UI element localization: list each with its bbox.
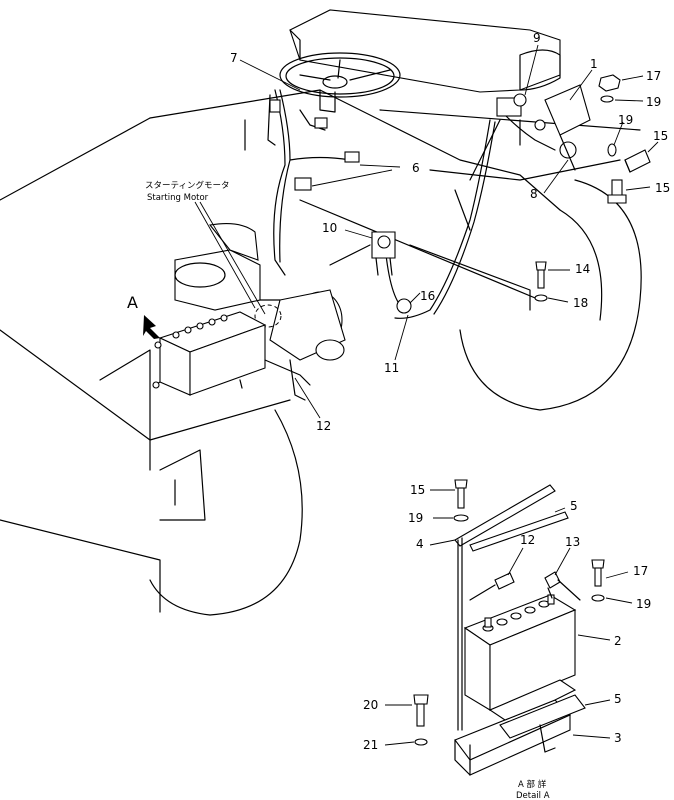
front-drum xyxy=(149,409,303,616)
battery-in-machine xyxy=(152,311,311,396)
callout-5-detail-a: 5 xyxy=(570,499,578,513)
view-a-label: A xyxy=(127,293,138,312)
callout-1: 1 xyxy=(590,57,598,71)
relay-unit xyxy=(371,231,412,314)
callout-19-top-a: 19 xyxy=(646,95,661,109)
callout-12-detail: 12 xyxy=(520,533,535,547)
callout-17-detail: 17 xyxy=(633,564,648,578)
callout-12-top: 12 xyxy=(316,419,331,433)
callout-19-detail-a: 19 xyxy=(408,511,423,525)
view-a-arrow xyxy=(143,315,160,339)
steering-wheel xyxy=(279,52,401,113)
callout-17-top: 17 xyxy=(646,69,661,83)
operator-seat xyxy=(289,9,561,93)
starting-motor-marker xyxy=(254,304,282,328)
hardware-top xyxy=(534,74,651,302)
engine xyxy=(174,223,346,401)
callout-16: 16 xyxy=(420,289,435,303)
callout-3: 3 xyxy=(614,731,622,745)
callout-18: 18 xyxy=(573,296,588,310)
callout-6: 6 xyxy=(412,161,420,175)
callout-4: 4 xyxy=(416,537,424,551)
callout-9: 9 xyxy=(533,31,541,45)
callout-10: 10 xyxy=(322,221,337,235)
callout-13: 13 xyxy=(565,535,580,549)
callout-15-top-b: 15 xyxy=(655,181,670,195)
callout-5-detail-b: 5 xyxy=(614,692,622,706)
callout-21: 21 xyxy=(363,738,378,752)
detail-a-assembly xyxy=(413,479,605,776)
callout-15-top-a: 15 xyxy=(653,129,668,143)
callout-19-top-b: 19 xyxy=(618,113,633,127)
callout-11: 11 xyxy=(384,361,399,375)
top-leaders xyxy=(239,44,659,419)
mounting-bracket xyxy=(544,84,591,171)
callout-2: 2 xyxy=(614,634,622,648)
starting-motor-label-jp: スターティングモータ xyxy=(145,180,230,191)
starting-motor-label-en: Starting Motor xyxy=(147,193,209,203)
callout-7: 7 xyxy=(230,51,238,65)
callout-8: 8 xyxy=(530,187,538,201)
wiring-harness xyxy=(267,89,577,319)
detail-leaders xyxy=(384,489,633,746)
rear-drum xyxy=(459,179,642,411)
callout-14: 14 xyxy=(575,262,590,276)
machine-body xyxy=(0,89,641,613)
callout-19-detail-b: 19 xyxy=(636,597,651,611)
detail-a-caption-jp: A 部 詳 xyxy=(518,779,547,790)
callout-15-detail: 15 xyxy=(410,483,425,497)
detail-a-caption-en: Detail A xyxy=(516,791,550,800)
callout-20: 20 xyxy=(363,698,378,712)
